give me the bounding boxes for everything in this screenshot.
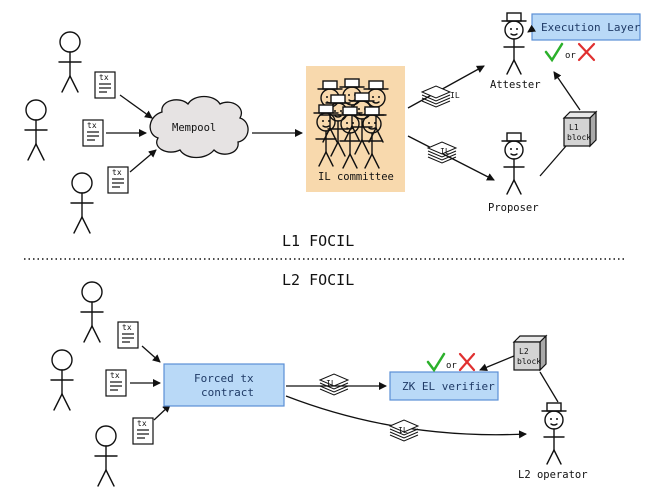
l1-check-icon [544,42,564,63]
l1-user-2 [24,99,48,161]
l2-user-1 [80,281,104,343]
l1-tx-doc-2: tx [82,119,104,147]
zk-el-verifier: ZK EL verifier [389,371,499,401]
l2-cross-icon [458,352,476,372]
svg-text:Execution Layer: Execution Layer [541,21,641,34]
l2-user-2 [50,349,74,411]
l2-section: L2 FOCIL tx tx tx Forced tx contract [50,271,588,487]
execution-layer-box: Execution Layer [531,13,641,41]
l2-tx-doc-3: tx [132,417,154,445]
l1-user-1 [58,31,82,93]
l1-cross-icon [577,42,596,62]
svg-text:tx: tx [99,73,109,82]
l1-il-stack-1: IL [421,85,460,108]
l1-title: L1 FOCIL [282,232,354,250]
l2-tx-doc-1: tx [117,321,139,349]
l1-section: tx tx tx Mempool [24,12,641,250]
attester: Attester [490,12,541,91]
mempool-cloud: Mempool [149,95,249,159]
svg-text:IL: IL [450,91,460,100]
svg-text:block: block [517,357,541,366]
l1-or-label: or [565,51,576,61]
svg-text:Mempool: Mempool [172,122,216,134]
il-committee: IL committee [306,66,405,192]
svg-text:tx: tx [122,323,132,332]
svg-text:contract: contract [201,386,254,399]
l2-user-3 [94,425,118,487]
svg-text:tx: tx [137,419,147,428]
l1-tx-doc-1: tx [94,71,116,99]
svg-text:L2: L2 [519,347,529,356]
svg-text:L2 operator: L2 operator [518,469,588,481]
l1-tx-doc-3: tx [107,166,129,194]
svg-text:Proposer: Proposer [488,202,539,214]
svg-text:tx: tx [110,371,120,380]
l1-block-cube: L1 block [563,111,597,147]
l1-il-stack-2: IL [427,141,457,164]
l2-or-label: or [446,361,457,371]
l2-il-stack-2: IL [389,419,419,442]
svg-text:Attester: Attester [490,79,541,91]
svg-text:tx: tx [112,168,122,177]
l2-il-stack-1: IL [319,373,349,396]
l1-user-3 [70,172,94,234]
forced-tx-contract: Forced tx contract [163,363,285,407]
l2-title: L2 FOCIL [282,271,354,289]
l2-operator: L2 operator [518,402,588,481]
svg-text:L1: L1 [569,123,579,132]
svg-text:IL committee: IL committee [318,171,394,183]
svg-text:IL: IL [440,147,450,156]
l2-check-icon [426,352,446,373]
svg-text:tx: tx [87,121,97,130]
svg-text:IL: IL [326,379,336,388]
proposer: Proposer [488,132,539,214]
svg-text:Forced tx: Forced tx [194,372,254,385]
l2-tx-doc-2: tx [105,369,127,397]
l2-block-cube: L2 block [513,335,547,371]
svg-text:ZK EL verifier: ZK EL verifier [402,380,495,393]
svg-text:IL: IL [398,426,408,435]
svg-text:block: block [567,133,591,142]
